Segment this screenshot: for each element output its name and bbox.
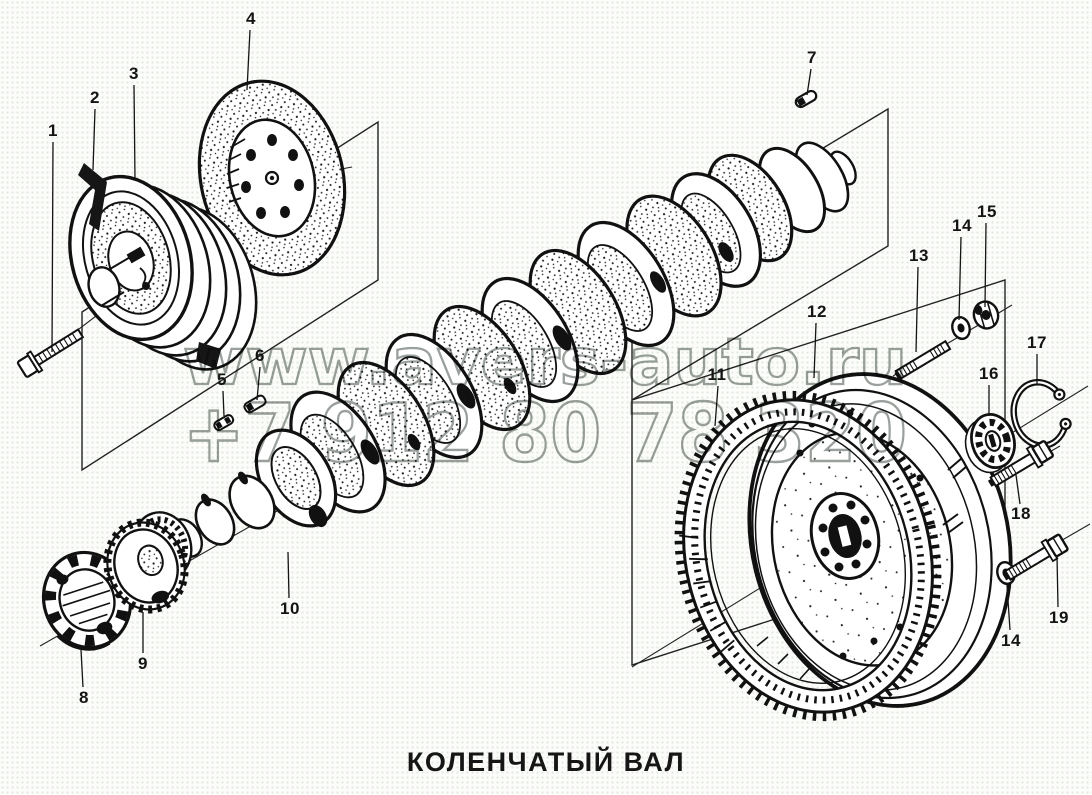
leader-line-8-7 (80, 649, 84, 688)
leader-line-18-17 (1015, 474, 1021, 505)
part-label-4-3: 4 (246, 9, 256, 28)
part-label-2-1: 2 (90, 88, 100, 107)
pulley-and-damper (68, 163, 258, 371)
leader-line-1-0 (51, 141, 54, 353)
leader-line-3-2 (133, 84, 136, 181)
lock-washer-top (951, 315, 971, 341)
leader-line-15-14 (984, 222, 987, 308)
part-label-12-11: 12 (807, 302, 827, 321)
pulley-bolt (16, 328, 85, 378)
leader-line-14-13 (958, 236, 962, 321)
part-label-18-17: 18 (1011, 504, 1031, 523)
leader-line-12-11 (813, 322, 817, 379)
part-label-13-12: 13 (909, 246, 929, 265)
leader-line-4-3 (246, 29, 251, 91)
leader-line-13-12 (915, 266, 919, 353)
damper-disc (197, 79, 347, 277)
part-label-8-7: 8 (79, 688, 89, 707)
part-label-10-9: 10 (280, 599, 300, 618)
leader-lines (51, 29, 1059, 688)
timing-gear (103, 511, 193, 614)
part-label-19-18: 19 (1049, 608, 1069, 627)
woodruff-keys (213, 89, 818, 431)
part-label-15-14: 15 (977, 202, 997, 221)
flywheel-bolt-upper (987, 440, 1054, 488)
leader-line-14-19 (1006, 584, 1011, 631)
crankshaft (168, 141, 857, 558)
part-label-16-15: 16 (979, 364, 999, 383)
leader-line-19-18 (1056, 555, 1059, 608)
leader-line-10-9 (287, 551, 290, 599)
part-label-17-16: 17 (1027, 333, 1047, 352)
leader-line-11-10 (714, 385, 719, 427)
part-label-3-2: 3 (129, 64, 139, 83)
figure-title: КОЛЕНЧАТЫЙ ВАЛ (406, 747, 686, 777)
part-label-7-6: 7 (807, 48, 817, 67)
damper-bracket (78, 163, 107, 231)
part-label-14-19: 14 (1001, 631, 1021, 650)
flywheel-stud (894, 339, 952, 381)
ring-gear (674, 390, 942, 722)
watermark: www.avers-auto.ru +7 912 80 78 320 (182, 325, 908, 481)
leader-line-6-5 (256, 366, 261, 401)
part-label-5-4: 5 (217, 370, 227, 389)
part-label-6-5: 6 (255, 346, 265, 365)
part-label-9-8: 9 (138, 654, 148, 673)
part-label-14-13: 14 (952, 216, 972, 235)
watermark-line2: +7 912 80 78 320 (183, 387, 907, 480)
leader-line-5-4 (222, 390, 225, 417)
flywheel-nut (972, 300, 1000, 330)
leader-line-7-6 (806, 68, 812, 96)
flywheel-bolt-lower (1002, 533, 1069, 581)
part-label-1-0: 1 (48, 121, 58, 140)
pilot-bearing (964, 413, 1016, 474)
part-label-11-10: 11 (707, 365, 727, 384)
watermark-line1: www.avers-auto.ru (183, 326, 907, 400)
leader-line-2-1 (92, 108, 96, 171)
